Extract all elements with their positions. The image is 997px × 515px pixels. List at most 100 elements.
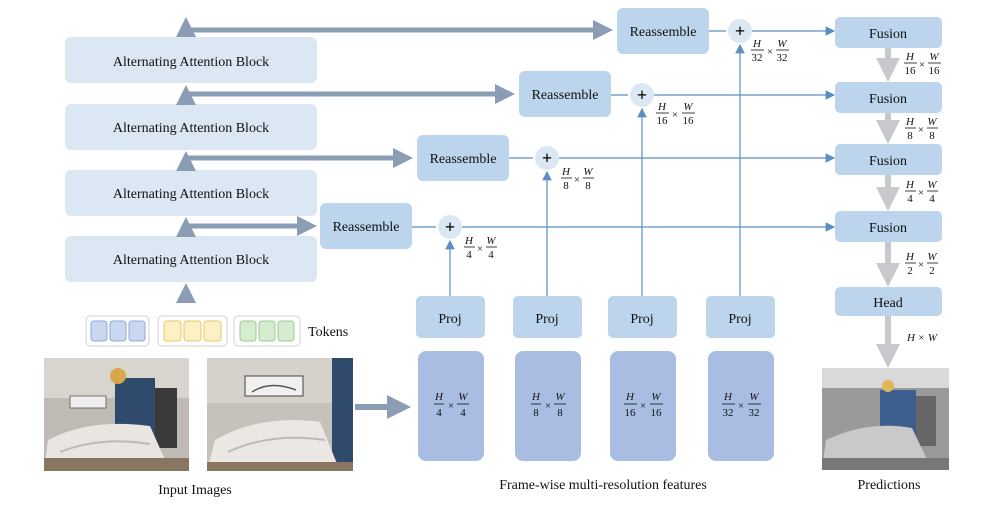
- svg-text:W: W: [927, 251, 937, 263]
- svg-text:H: H: [464, 235, 474, 247]
- svg-text:W: W: [651, 391, 661, 403]
- caption-predictions: Predictions: [858, 478, 921, 493]
- svg-text:4: 4: [929, 193, 935, 205]
- svg-text:W: W: [929, 51, 939, 63]
- input-image-1: [44, 358, 189, 471]
- reassemble-8: Reassemble: [417, 135, 509, 181]
- svg-text:W: W: [486, 235, 496, 247]
- thin-connectors: [412, 26, 836, 296]
- svg-text:4: 4: [466, 249, 472, 261]
- svg-text:W: W: [683, 101, 693, 113]
- svg-text:W: W: [749, 391, 759, 403]
- svg-text:Proj: Proj: [728, 312, 751, 327]
- svg-text:H: H: [657, 101, 667, 113]
- svg-text:×: ×: [448, 400, 454, 412]
- svg-text:H: H: [905, 51, 915, 63]
- plus-32: +: [735, 21, 745, 41]
- svg-text:×: ×: [918, 259, 924, 271]
- frac-label-32: H 32 × W 32: [751, 38, 789, 64]
- input-image-2: [207, 358, 353, 471]
- svg-text:Fusion: Fusion: [869, 27, 907, 42]
- svg-text:H: H: [905, 179, 915, 191]
- svg-text:32: 32: [749, 407, 760, 419]
- feature-8: H 8 × W 8: [515, 351, 581, 461]
- fusion-frac-16: H 16 × W 16: [904, 51, 941, 77]
- svg-text:×: ×: [738, 400, 744, 412]
- svg-text:Reassemble: Reassemble: [430, 152, 497, 167]
- svg-text:16: 16: [683, 115, 695, 127]
- svg-text:8: 8: [585, 180, 591, 192]
- plus-16: +: [637, 85, 647, 105]
- attention-block-1: Alternating Attention Block: [65, 236, 317, 282]
- svg-text:H: H: [561, 166, 571, 178]
- svg-text:16: 16: [657, 115, 669, 127]
- svg-text:32: 32: [723, 407, 734, 419]
- feature-16: H 16 × W 16: [610, 351, 676, 461]
- svg-text:4: 4: [460, 407, 466, 419]
- feature-32: H 32 × W 32: [708, 351, 774, 461]
- svg-text:×: ×: [672, 109, 678, 121]
- frac-label-8: H 8 × W 8: [561, 166, 594, 192]
- svg-text:8: 8: [557, 407, 563, 419]
- fusion-frac-8: H 8 × W 8: [905, 116, 938, 142]
- svg-text:8: 8: [929, 130, 935, 142]
- svg-text:16: 16: [905, 65, 917, 77]
- svg-text:×: ×: [545, 400, 551, 412]
- svg-text:Proj: Proj: [438, 312, 461, 327]
- plus-nodes: + + + +: [438, 19, 752, 239]
- frac-label-16: H 16 × W 16: [656, 101, 695, 127]
- svg-text:×: ×: [574, 174, 580, 186]
- svg-text:W: W: [927, 179, 937, 191]
- frac-label-4: H 4 × W 4: [464, 235, 497, 261]
- svg-text:H: H: [531, 391, 541, 403]
- prediction-image: [822, 368, 949, 470]
- reassemble-16: Reassemble: [519, 71, 611, 117]
- reassemble-32: Reassemble: [617, 8, 709, 54]
- svg-text:Alternating Attention Block: Alternating Attention Block: [113, 187, 269, 202]
- svg-text:H: H: [625, 391, 635, 403]
- svg-text:32: 32: [752, 52, 763, 64]
- svg-text:Reassemble: Reassemble: [532, 88, 599, 103]
- svg-text:4: 4: [907, 193, 913, 205]
- token-group-blue: [85, 315, 150, 347]
- fusion-8: Fusion: [835, 144, 942, 175]
- svg-text:16: 16: [651, 407, 663, 419]
- svg-text:Proj: Proj: [630, 312, 653, 327]
- token-group-green: [233, 315, 301, 347]
- svg-text:H: H: [752, 38, 762, 50]
- svg-text:16: 16: [929, 65, 941, 77]
- tokens-label: Tokens: [308, 325, 348, 340]
- proj-32: Proj: [706, 296, 775, 338]
- svg-text:16: 16: [625, 407, 637, 419]
- fusion-32: Fusion: [835, 17, 942, 48]
- svg-text:Alternating Attention Block: Alternating Attention Block: [113, 253, 269, 268]
- feature-4: H 4 × W 4: [418, 351, 484, 461]
- svg-text:H: H: [723, 391, 733, 403]
- svg-text:×: ×: [918, 124, 924, 136]
- fusion-frac-4: H 4 × W 4: [905, 179, 938, 205]
- svg-text:W: W: [583, 166, 593, 178]
- svg-text:2: 2: [907, 265, 913, 277]
- svg-text:32: 32: [777, 52, 788, 64]
- attention-block-4: Alternating Attention Block: [65, 37, 317, 83]
- plus-4: +: [445, 217, 455, 237]
- svg-text:Alternating Attention Block: Alternating Attention Block: [113, 121, 269, 136]
- svg-text:W: W: [777, 38, 787, 50]
- svg-text:Fusion: Fusion: [869, 92, 907, 107]
- proj-4: Proj: [416, 296, 485, 338]
- svg-text:Fusion: Fusion: [869, 154, 907, 169]
- svg-text:Proj: Proj: [535, 312, 558, 327]
- hw-label: H × W: [906, 332, 938, 344]
- svg-text:Head: Head: [873, 296, 903, 311]
- svg-text:W: W: [927, 116, 937, 128]
- token-group-yellow: [157, 315, 228, 347]
- fusion-4: Fusion: [835, 211, 942, 242]
- svg-text:×: ×: [767, 46, 773, 58]
- plus-8: +: [542, 148, 552, 168]
- svg-text:W: W: [555, 391, 565, 403]
- attention-block-3: Alternating Attention Block: [65, 104, 317, 150]
- svg-text:2: 2: [929, 265, 935, 277]
- svg-text:Reassemble: Reassemble: [333, 220, 400, 235]
- block-to-reassemble-arrows: [186, 20, 613, 236]
